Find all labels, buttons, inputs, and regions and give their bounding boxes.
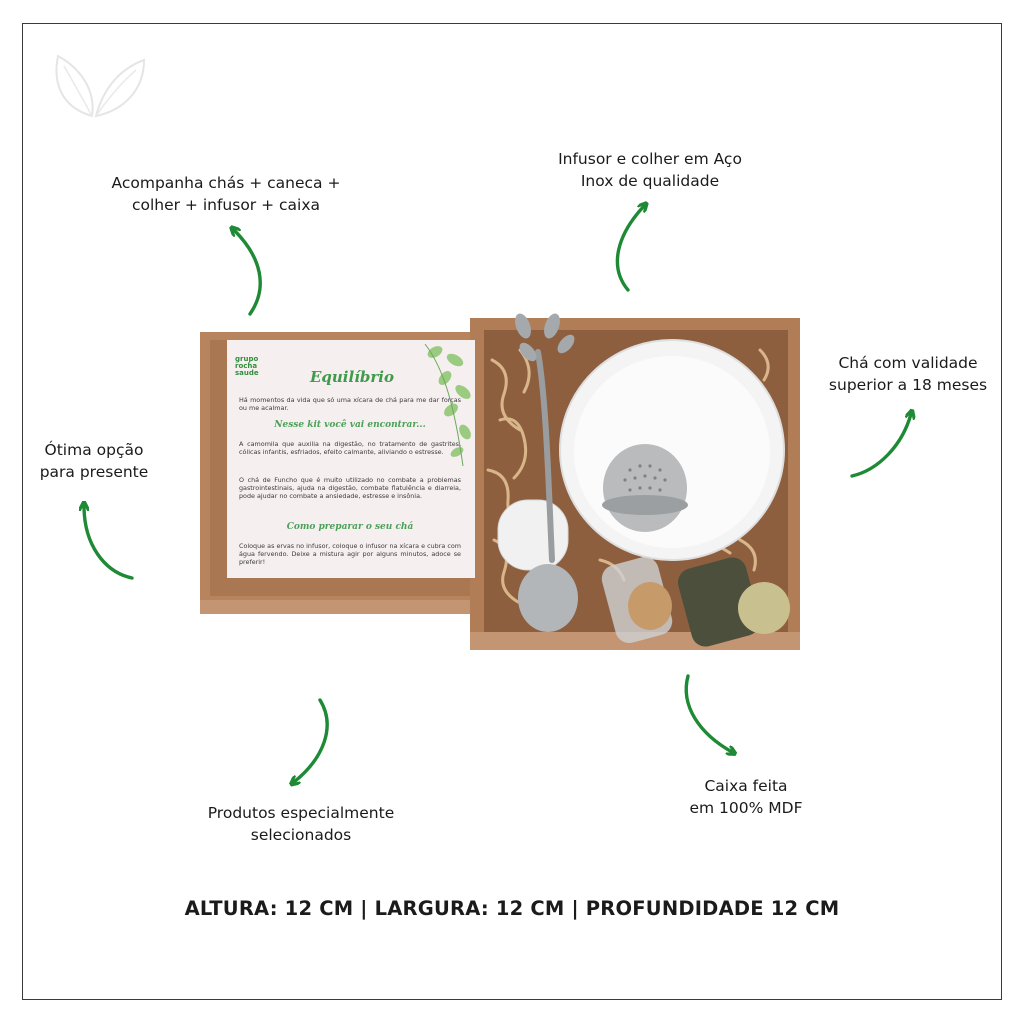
curved-arrow-icon: [684, 674, 732, 752]
curved-arrow-icon: [84, 506, 134, 580]
curved-arrow-icon: [615, 206, 644, 292]
card-subtitle-contents: Nesse kit você vai encontrar...: [274, 420, 426, 430]
label-validity: Chá com validade superior a 18 meses: [828, 354, 988, 394]
label-box: Caixa feita em 100% MDF: [689, 777, 803, 817]
leaves-logo-icon: [55, 54, 146, 118]
curved-arrow-icon: [850, 414, 911, 478]
tea-jar-fennel: [601, 557, 673, 643]
label-products: Produtos especialmente selecionados: [207, 804, 395, 844]
leaf-spoon: [515, 313, 578, 632]
vine-leaves-icon: [424, 343, 471, 467]
label-gift: Ótima opção para presente: [39, 441, 149, 481]
brand-line-2: rocha: [235, 362, 258, 370]
page-border: [22, 23, 1002, 1000]
card-title: Equilíbrio: [309, 368, 395, 386]
brand-line-1: grupo: [235, 355, 259, 363]
curved-arrow-icon: [294, 698, 329, 782]
card-paragraph-chamomile: A camomila que auxilia na digestão, no t…: [239, 440, 461, 456]
tea-jar-chamomile: [677, 557, 790, 647]
curved-arrow-icon: [234, 230, 262, 316]
dimensions-text: ALTURA: 12 CM | LARGURA: 12 CM | PROFUND…: [184, 897, 840, 920]
card-intro: Há momentos da vida que só uma xícara de…: [239, 396, 461, 412]
card-paragraph-fennel: O chá de Funcho que é muito utilizado no…: [239, 476, 461, 500]
brand-line-3: saude: [235, 369, 259, 377]
brand-logo: grupo rocha saude: [235, 356, 259, 377]
info-card: grupo rocha saude Equilíbrio Há momentos…: [227, 340, 475, 578]
tea-infuser: [602, 444, 688, 532]
label-kit-contents: Acompanha chás + caneca + colher + infus…: [111, 174, 341, 214]
label-infuser: Infusor e colher em Aço Inox de qualidad…: [558, 150, 742, 190]
card-paragraph-prepare: Coloque as ervas no infusor, coloque o i…: [239, 542, 461, 566]
card-subtitle-prepare: Como preparar o seu chá: [286, 522, 414, 532]
